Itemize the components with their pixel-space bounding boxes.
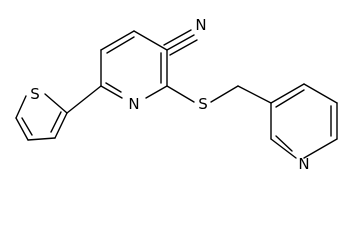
bond-thiophene-2 — [15, 117, 29, 141]
atom-labels: S N S N N — [30, 16, 309, 173]
bond-pyridyl-1-inner — [275, 89, 305, 108]
bond-pyridyl-5 — [270, 138, 297, 159]
bond-core-2-inner — [106, 36, 135, 54]
bond-thiophene-3 — [27, 137, 56, 141]
bond-core-3 — [133, 30, 168, 51]
bond-core-2 — [100, 30, 135, 51]
bond-pyridyl-2 — [303, 83, 338, 104]
bond-core-6-inner — [105, 82, 122, 93]
bond-sulfur-ch2 — [210, 85, 239, 103]
bond-pyridyl-4 — [303, 138, 338, 159]
bond-thiophene-core-link — [66, 85, 102, 114]
bond-core-6 — [100, 85, 123, 99]
bond-thiophene-1 — [15, 95, 27, 119]
bond-nitrile-2 — [163, 29, 192, 46]
atom-core-n: N — [128, 95, 139, 113]
bond-thiophene-5 — [44, 93, 68, 114]
bond-core-sulfur — [166, 85, 195, 103]
atom-linker-s: S — [198, 95, 208, 113]
bond-thiophene-2-inner — [21, 117, 33, 136]
atom-pyridyl-n: N — [298, 155, 309, 173]
atom-nitrile-n: N — [195, 16, 206, 34]
bond-ch2-pyridyl — [237, 85, 272, 104]
bond-nitrile-1 — [166, 34, 195, 51]
bond-thiophene-4 — [54, 112, 68, 139]
bond-pyridyl-5-inner — [275, 135, 293, 152]
bond-nitrile-3 — [169, 39, 198, 56]
atom-thiophene-s: S — [30, 85, 40, 103]
bond-pyridyl-1 — [270, 83, 305, 104]
bonds — [15, 29, 338, 159]
bond-thiophene-4-inner — [50, 111, 62, 133]
bond-core-5 — [145, 85, 168, 99]
chemical-structure: S N S N N — [15, 16, 338, 173]
